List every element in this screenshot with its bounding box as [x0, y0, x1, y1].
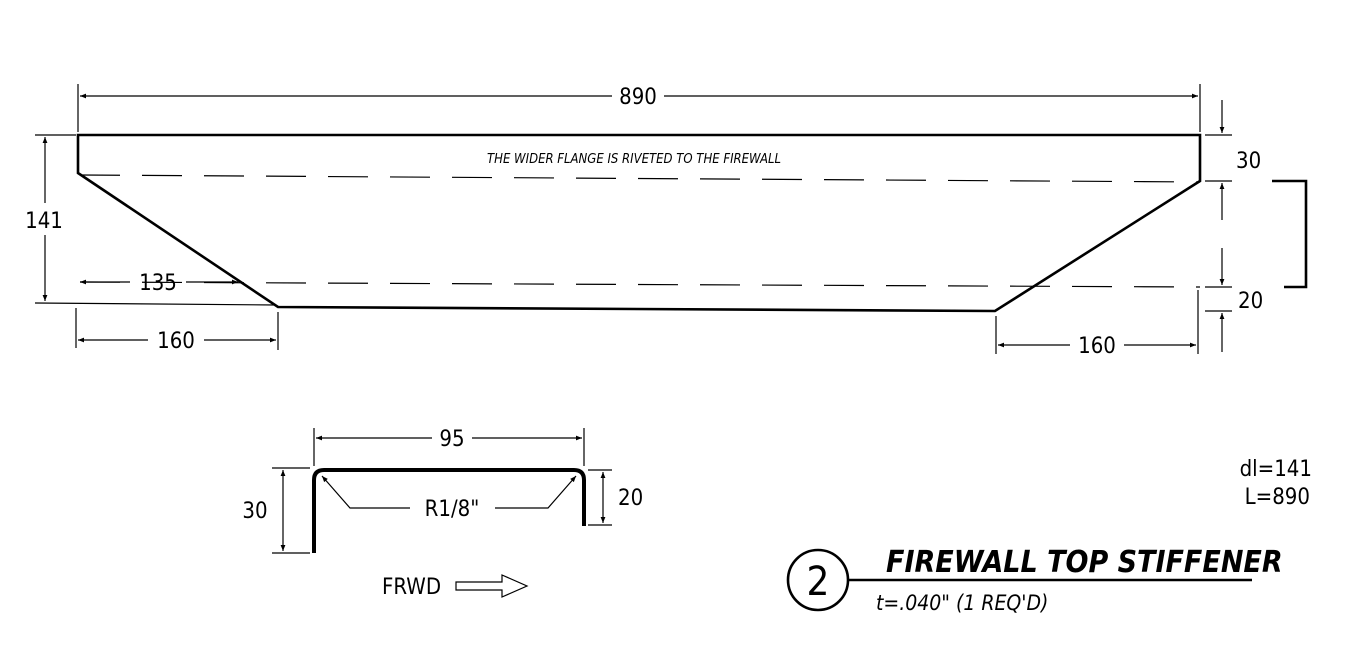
svg-text:dl=141: dl=141	[1240, 457, 1312, 482]
rivet-note: THE WIDER FLANGE IS RIVETED TO THE FIREW…	[487, 152, 781, 167]
svg-text:L=890: L=890	[1245, 485, 1310, 510]
dimension-141: 141	[25, 134, 277, 306]
svg-text:141: 141	[25, 209, 63, 234]
svg-text:135: 135	[139, 271, 177, 296]
profile-section: 95 30 20 R1/8" FRWD	[242, 427, 643, 600]
dimension-160-right: 160	[995, 290, 1199, 359]
svg-text:95: 95	[439, 427, 464, 452]
part-title: FIREWALL TOP STIFFENER	[886, 545, 1283, 580]
forward-arrow-icon	[455, 574, 529, 598]
bend-line-upper	[79, 174, 1201, 183]
svg-text:160: 160	[1078, 334, 1116, 359]
forward-label: FRWD	[382, 575, 441, 600]
dimension-135: 135	[80, 271, 238, 296]
specs: dl=141 L=890	[1240, 457, 1312, 510]
dimension-890: 890	[77, 84, 1201, 132]
svg-text:20: 20	[618, 486, 643, 511]
profile-shape	[312, 468, 586, 553]
svg-text:20: 20	[1238, 289, 1263, 314]
svg-text:890: 890	[619, 85, 657, 110]
svg-text:160: 160	[157, 329, 195, 354]
detail-number: 2	[807, 559, 830, 605]
bend-line-lower	[79, 281, 1201, 288]
title-block: 2 FIREWALL TOP STIFFENER t=.040" (1 REQ'…	[786, 545, 1283, 615]
part-outline	[76, 133, 1202, 313]
svg-text:30: 30	[1236, 149, 1261, 174]
svg-text:30: 30	[242, 499, 267, 524]
part-subtitle: t=.040" (1 REQ'D)	[876, 591, 1048, 615]
dimension-flanges-right: 30 20	[1205, 100, 1308, 352]
profile-bracket	[1272, 179, 1308, 289]
svg-text:R1/8": R1/8"	[425, 497, 480, 522]
dimension-160-left: 160	[75, 308, 279, 354]
flat-pattern: THE WIDER FLANGE IS RIVETED TO THE FIREW…	[76, 133, 1202, 313]
